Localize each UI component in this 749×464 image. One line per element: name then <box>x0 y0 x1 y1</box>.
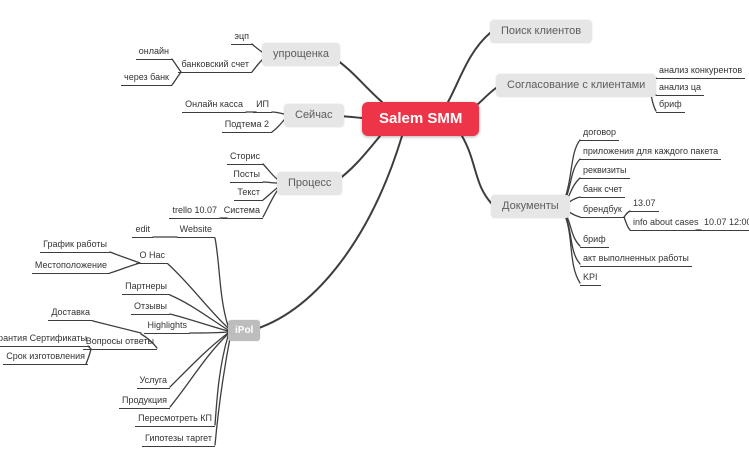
leaf-dogovor[interactable]: договор <box>580 127 620 141</box>
leaf-onlayn[interactable]: онлайн <box>135 46 172 60</box>
leaf-otzyvy[interactable]: Отзывы <box>131 301 170 315</box>
connector <box>461 135 493 205</box>
connector <box>262 190 278 218</box>
leaf-trello-1007[interactable]: trello 10.07 <box>169 205 220 219</box>
leaf-usluga[interactable]: Услуга <box>136 375 170 389</box>
connector <box>214 337 231 446</box>
leaf-garantiya-sertifikaty[interactable]: Гарантия Сертификаты <box>0 333 90 347</box>
leaf-akt-rabot[interactable]: акт выполненных работы <box>580 253 692 267</box>
topic-ipol[interactable]: iPol <box>228 320 261 341</box>
leaf-highlights[interactable]: Highlights <box>144 320 190 334</box>
leaf-analiz-konkurentov[interactable]: анализ конкурентов <box>656 65 746 79</box>
leaf-voprosy-otvety[interactable]: Вопросы ответы <box>82 336 157 350</box>
leaf-cherez-bank[interactable]: через банк <box>121 72 172 86</box>
leaf-website[interactable]: Website <box>176 224 215 238</box>
topic-seychas[interactable]: Сейчас <box>284 104 344 127</box>
topic-dokumenty[interactable]: Документы <box>491 195 570 218</box>
connector <box>214 335 229 426</box>
leaf-partnery[interactable]: Партнеры <box>122 281 170 295</box>
connector <box>447 32 491 103</box>
leaf-date-1007-1200[interactable]: 10.07 12:00 <box>701 217 749 231</box>
leaf-bankovskiy-schet[interactable]: банковский счет <box>178 59 252 73</box>
leaf-sistema[interactable]: Система <box>220 205 263 219</box>
connector <box>271 119 285 133</box>
connector <box>271 111 285 115</box>
connector <box>262 163 278 180</box>
connector <box>214 237 229 327</box>
leaf-info-about-cases[interactable]: info about cases <box>630 217 702 231</box>
leaf-ip[interactable]: ИП <box>253 99 272 113</box>
leaf-storis[interactable]: Сторис <box>226 151 263 165</box>
connector <box>563 139 581 202</box>
topic-soglasovanie[interactable]: Согласование с клиентами <box>496 74 657 97</box>
leaf-prilozheniya[interactable]: приложения для каждого пакета <box>580 146 722 160</box>
leaf-kpi[interactable]: KPI <box>580 272 601 286</box>
topic-process[interactable]: Процесс <box>277 172 343 195</box>
leaf-mestopolozhenie[interactable]: Местоположение <box>31 260 110 274</box>
connector <box>251 43 263 53</box>
leaf-bank-schet[interactable]: банк счет <box>580 184 626 198</box>
leaf-produkciya[interactable]: Продукция <box>118 395 170 409</box>
connector <box>109 262 141 274</box>
connector <box>333 57 383 103</box>
leaf-o-nas[interactable]: О Нас <box>136 250 168 264</box>
topic-uproshchenka[interactable]: упрощенка <box>262 43 340 66</box>
connector <box>169 332 229 388</box>
leaf-posty[interactable]: Посты <box>230 169 263 183</box>
leaf-podtema-2[interactable]: Подтема 2 <box>221 119 272 133</box>
connector <box>563 212 581 284</box>
leaf-onlayn-kassa[interactable]: Онлайн касса <box>182 99 246 113</box>
leaf-grafik-raboty[interactable]: График работы <box>40 239 110 253</box>
root-node[interactable]: Salem SMM <box>362 102 480 136</box>
connector <box>189 331 229 334</box>
leaf-dostavka[interactable]: Доставка <box>48 307 93 321</box>
leaf-date-1307[interactable]: 13.07 <box>630 198 659 212</box>
topic-poisk-klientov[interactable]: Поиск клиентов <box>490 20 593 43</box>
connector <box>251 59 263 73</box>
connector <box>92 320 142 334</box>
leaf-brif-dokumenty[interactable]: бриф <box>580 234 609 248</box>
leaf-ecp[interactable]: эцп <box>231 31 252 45</box>
leaf-edit[interactable]: edit <box>132 224 153 238</box>
leaf-analiz-ca[interactable]: анализ ца <box>656 82 705 96</box>
connector <box>167 263 229 329</box>
leaf-tekst[interactable]: Текст <box>234 187 263 201</box>
leaf-brendbuk[interactable]: брендбук <box>580 204 625 218</box>
connector <box>171 71 182 86</box>
connector <box>255 135 403 330</box>
leaf-gipotezy-target[interactable]: Гипотезы таргет <box>142 433 215 447</box>
leaf-srok-izgotovleniya[interactable]: Срок изготовления <box>3 351 88 365</box>
connector <box>262 181 278 184</box>
leaf-peresmotret-kp[interactable]: Пересмотреть КП <box>135 413 215 427</box>
connector <box>169 333 229 408</box>
connector <box>262 187 278 201</box>
leaf-brif-soglasovanie[interactable]: бриф <box>656 99 685 113</box>
connector <box>563 211 581 265</box>
leaf-rekvizity[interactable]: реквизиты <box>580 165 630 179</box>
